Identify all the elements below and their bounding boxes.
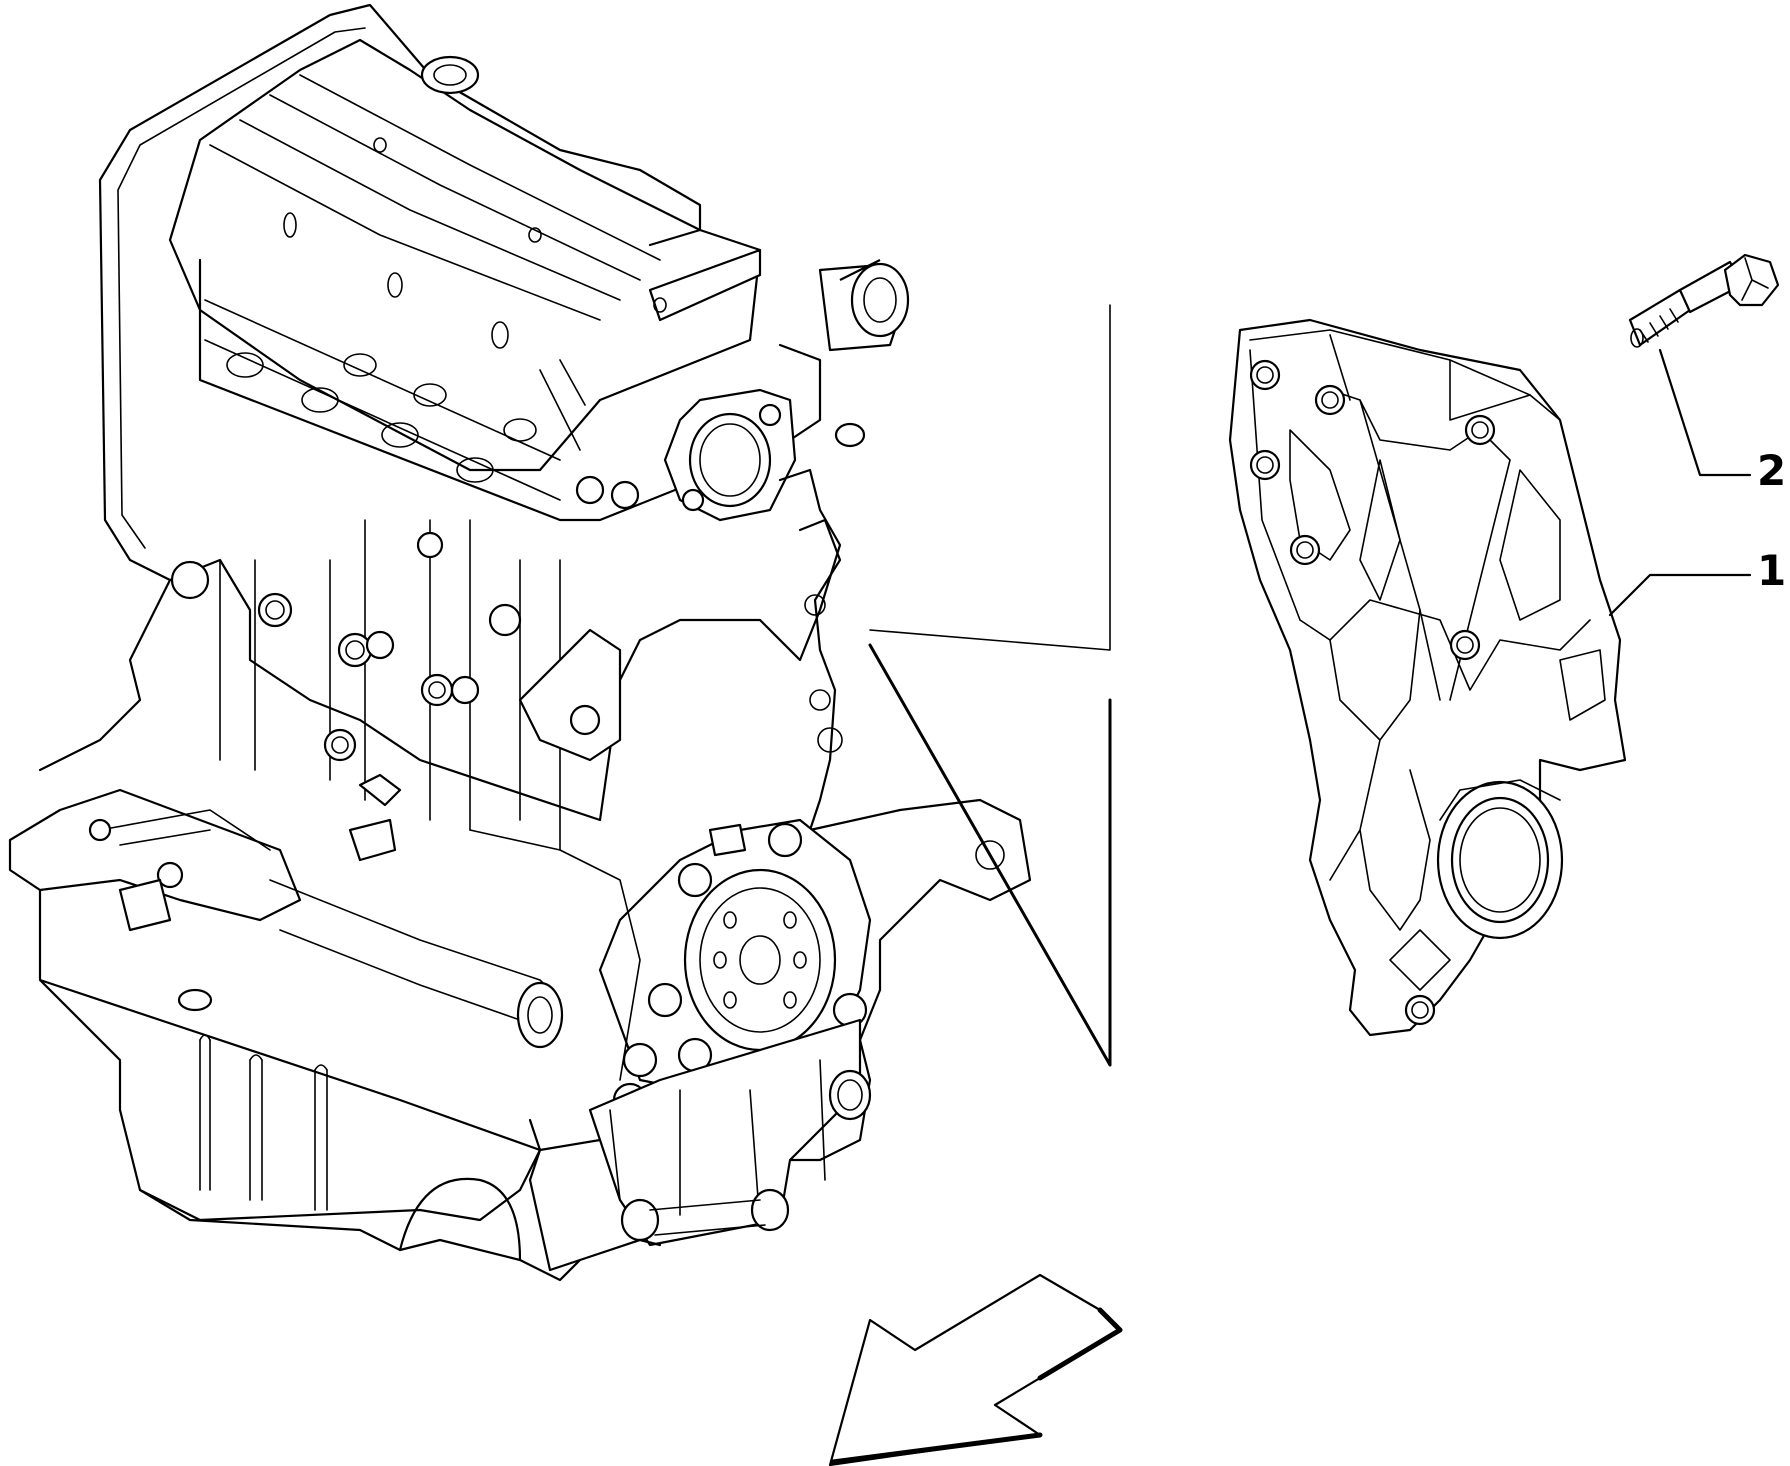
oil-filler-cap-icon <box>420 55 480 95</box>
callout-label-1: 1 <box>1757 546 1787 595</box>
callout-label-2: 2 <box>1757 446 1787 495</box>
engine-mount-bracket <box>1228 318 1627 1037</box>
assembly-indicator-lines <box>868 304 1112 1067</box>
bolt-icon <box>1628 253 1780 348</box>
leader-line-1 <box>1608 573 1752 617</box>
leader-line-2 <box>1658 348 1752 477</box>
direction-arrow-icon <box>828 1273 1123 1466</box>
engine-assembly <box>8 3 1032 1282</box>
